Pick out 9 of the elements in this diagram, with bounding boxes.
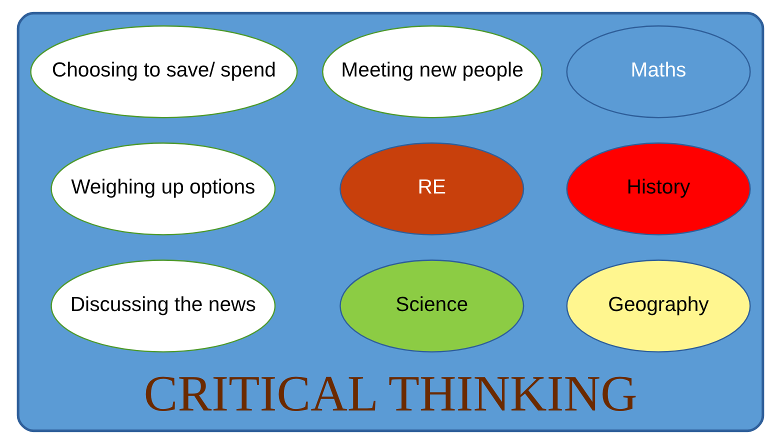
node-ellipse: Science <box>339 260 524 352</box>
node-ellipse: History <box>566 142 750 236</box>
node-ellipse: Maths <box>566 25 750 118</box>
node-ellipse: Weighing up options <box>50 142 276 236</box>
node-ellipse: Discussing the news <box>50 260 276 352</box>
node-ellipse: Choosing to save/ spend <box>30 25 298 118</box>
node-ellipse: Meeting new people <box>321 25 542 118</box>
node-ellipse: Geography <box>566 260 750 352</box>
node-ellipse: RE <box>339 142 524 236</box>
